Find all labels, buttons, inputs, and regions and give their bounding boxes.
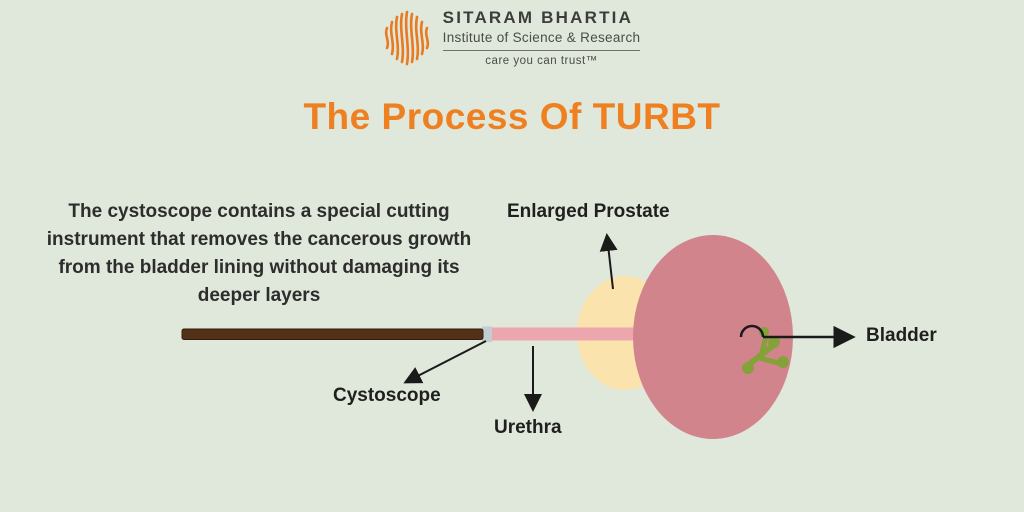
brand-logo-icon <box>384 10 429 65</box>
bladder-label: Bladder <box>866 325 937 346</box>
urethra-label: Urethra <box>494 417 562 438</box>
brand-tagline: care you can trust™ <box>485 55 598 67</box>
cystoscope-rod-shape <box>181 328 484 340</box>
resection-loop-shape <box>739 324 765 338</box>
page-title: The Process Of TURBT <box>303 96 721 137</box>
brand-name: SITARAM BHARTIA <box>442 8 634 27</box>
urethra-tube-shape <box>487 327 650 341</box>
scope-tip-shape <box>482 326 492 342</box>
enlarged-prostate-arrow <box>599 233 618 290</box>
brand-text-block: SITARAM BHARTIA Institute of Science & R… <box>442 8 641 67</box>
cystoscope-arrow <box>403 340 487 384</box>
brand-header: SITARAM BHARTIA Institute of Science & R… <box>0 8 1024 67</box>
brand-subtitle: Institute of Science & Research <box>442 30 641 45</box>
enlarged-prostate-label: Enlarged Prostate <box>507 201 670 222</box>
logo-wavy-lines <box>384 10 429 65</box>
description-text: The cystoscope contains a special cuttin… <box>46 201 472 306</box>
brand-divider <box>442 50 641 51</box>
bladder-shape <box>633 235 793 439</box>
cystoscope-label: Cystoscope <box>333 385 441 406</box>
